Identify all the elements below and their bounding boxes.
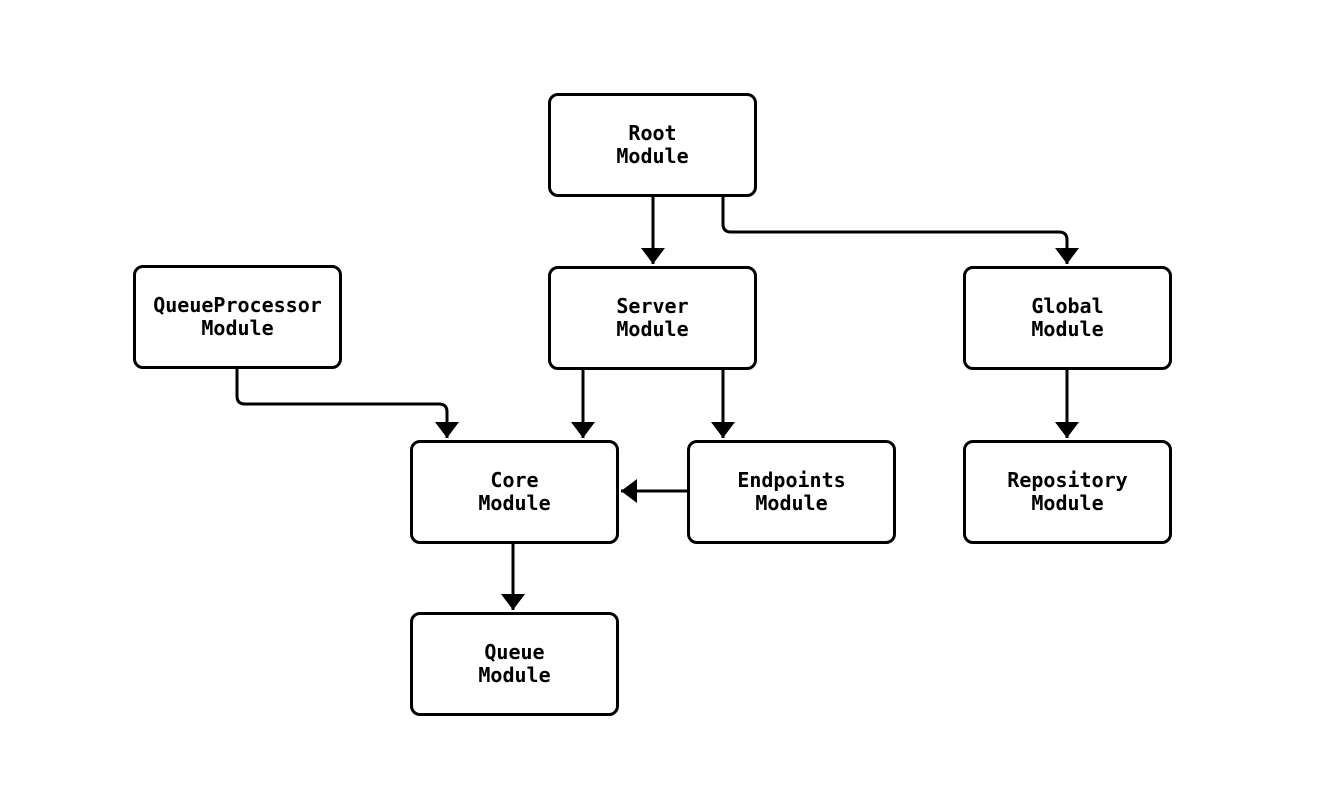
node-queueprocessor-module: QueueProcessor Module [133, 265, 342, 369]
node-root-module-label: Root Module [616, 121, 689, 168]
node-core-module: Core Module [410, 440, 619, 544]
edge-root-to-global [721, 197, 1079, 264]
node-server-module: Server Module [548, 266, 757, 370]
node-global-module: Global Module [963, 266, 1172, 370]
node-queueprocessor-module-label: QueueProcessor Module [153, 293, 322, 340]
node-repository-module: Repository Module [963, 440, 1172, 544]
node-endpoints-module: Endpoints Module [687, 440, 896, 544]
node-root-module: Root Module [548, 93, 757, 197]
edge-queueprocessor-to-core [235, 369, 459, 438]
node-core-module-label: Core Module [478, 468, 551, 515]
node-queue-module-label: Queue Module [478, 640, 551, 687]
node-queue-module: Queue Module [410, 612, 619, 716]
node-global-module-label: Global Module [1031, 294, 1104, 341]
node-repository-module-label: Repository Module [1007, 468, 1128, 515]
node-endpoints-module-label: Endpoints Module [737, 468, 846, 515]
node-server-module-label: Server Module [616, 294, 689, 341]
